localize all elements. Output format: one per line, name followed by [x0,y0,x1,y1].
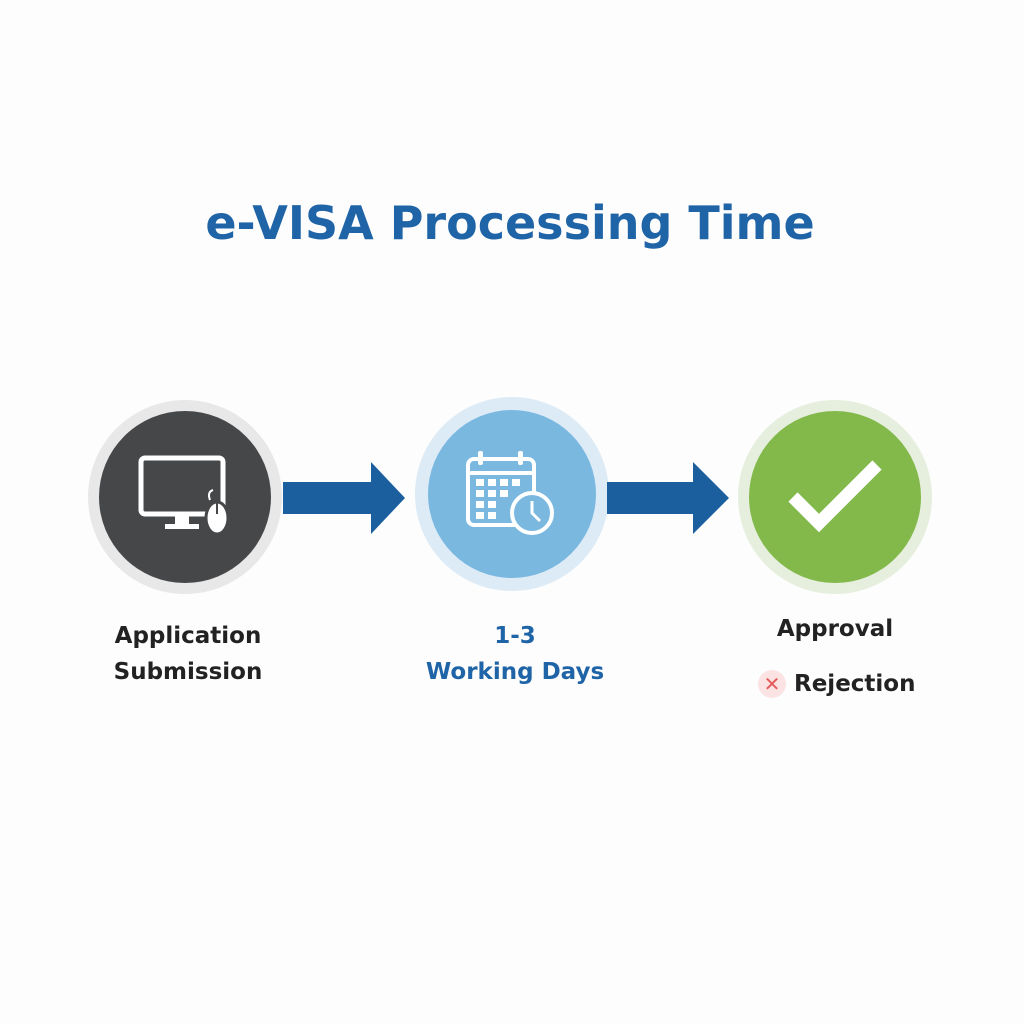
computer-mouse-icon [99,411,271,583]
label-line: Application [114,623,262,649]
close-icon: ✕ [758,670,786,698]
rejection-label: ✕ Rejection [758,670,915,698]
page-title: e-VISA Processing Time [205,196,815,250]
label-line: Submission [113,659,263,685]
calendar-clock-icon [428,410,596,578]
step-submission [88,400,282,594]
rejection-text: Rejection [794,671,916,697]
checkmark-icon [749,411,921,583]
arrow-right-icon [607,462,729,534]
step-processing [415,397,609,591]
label-line: 1-3 [494,623,536,649]
step-processing-label: 1-3 Working Days [395,618,635,690]
approval-label: Approval [776,616,894,642]
step-decision [738,400,932,594]
label-line: Working Days [425,659,605,685]
arrow-right-icon [283,462,405,534]
step-submission-label: Application Submission [68,618,308,690]
